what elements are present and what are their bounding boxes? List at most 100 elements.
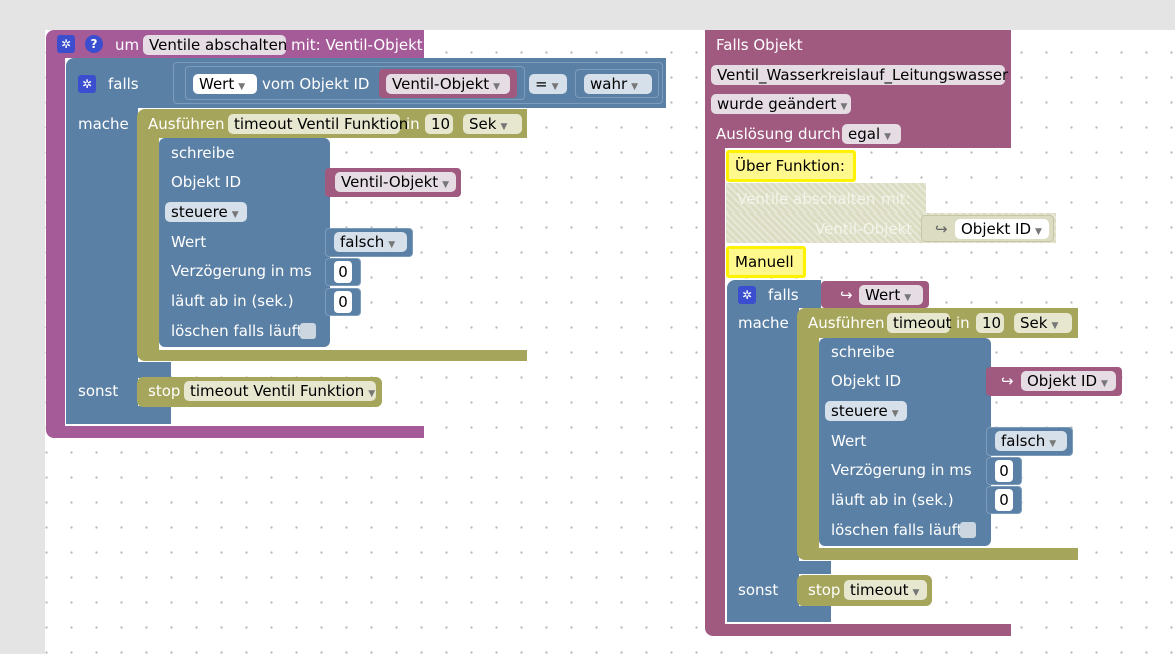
dropdown-arrow-icon: ▼ [631, 82, 639, 92]
run-label: Ausführen [808, 314, 885, 332]
trigger-rail [705, 148, 725, 624]
if-else-top [799, 280, 821, 308]
stop-target-dropdown[interactable]: timeout▼ [844, 580, 927, 600]
trigger-title: Falls Objekt [716, 36, 803, 54]
mode-dropdown[interactable]: steuere▼ [825, 401, 907, 421]
expire-field[interactable]: 0 [334, 291, 352, 313]
dropdown-arrow-icon: ▼ [884, 132, 892, 142]
stop-target-dropdown[interactable]: timeout Ventil Funktion▼ [184, 381, 376, 401]
do-label: mache [78, 115, 129, 133]
expire-field[interactable]: 0 [995, 489, 1013, 511]
comment-manual[interactable]: Manuell [726, 246, 806, 278]
dropdown-arrow-icon: ▼ [904, 293, 912, 303]
function-name-field[interactable]: Ventile abschalten [143, 35, 287, 55]
dropdown-arrow-icon: ▼ [442, 180, 450, 190]
expire-label: läuft ab in (sek.) [171, 292, 294, 310]
if-else-rail [66, 108, 138, 424]
mode-dropdown[interactable]: steuere▼ [165, 202, 247, 222]
variable-getter-icon: ↪ [1001, 372, 1014, 390]
if-else-mid [138, 362, 171, 378]
write-block[interactable] [159, 138, 330, 347]
if-else-mid [799, 561, 831, 574]
value-dropdown[interactable]: falsch▼ [995, 431, 1067, 451]
dropdown-arrow-icon: ▼ [551, 82, 559, 92]
dropdown-arrow-icon: ▼ [1051, 321, 1059, 331]
function-params: mit: Ventil-Objekt [291, 36, 423, 54]
write-title: schreibe [171, 144, 235, 162]
object-id-label: Objekt ID [171, 173, 242, 191]
trigger-event-dropdown[interactable]: wurde geändert▼ [711, 94, 851, 114]
in-label: in [956, 314, 970, 332]
expire-label: läuft ab in (sek.) [831, 491, 954, 509]
dropdown-arrow-icon: ▼ [231, 210, 239, 220]
delay-label: Verzögerung in ms [831, 461, 972, 479]
clear-checkbox[interactable] [960, 522, 976, 538]
dropdown-arrow-icon: ▼ [1035, 227, 1042, 237]
duration-field[interactable]: 10 [976, 313, 1004, 333]
gear-icon[interactable]: ✲ [57, 35, 75, 53]
function-body-rail [46, 58, 65, 426]
compare-dropdown[interactable]: wahr▼ [584, 74, 652, 94]
dropdown-arrow-icon: ▼ [912, 588, 920, 598]
dropdown-arrow-icon: ▼ [1101, 379, 1108, 389]
else-label: sonst [738, 581, 779, 599]
clear-checkbox[interactable] [300, 323, 316, 339]
timeout-footer [137, 350, 527, 361]
timeout-rail [137, 138, 159, 350]
object-dropdown[interactable]: Ventil-Objekt▼ [335, 172, 456, 192]
unit-dropdown[interactable]: Sek▼ [1014, 313, 1072, 333]
clear-label: löschen falls läuft [831, 521, 963, 539]
delay-field[interactable]: 0 [334, 261, 352, 283]
variable-getter-icon: ↪ [840, 286, 853, 304]
duration-field[interactable]: 10 [425, 114, 453, 134]
call-arg-label: Ventil-Objekt [815, 220, 913, 238]
function-prefix: um [115, 36, 140, 54]
object-dropdown[interactable]: Ventil-Objekt▼ [386, 74, 510, 94]
clear-label: löschen falls läuft [171, 322, 303, 340]
dropdown-arrow-icon: ▼ [1049, 439, 1057, 449]
value-label: Wert [171, 233, 207, 251]
if-else-block[interactable] [727, 280, 799, 622]
stop-label: stop [148, 382, 181, 400]
dropdown-arrow-icon: ▼ [840, 102, 848, 112]
timeout-name-field[interactable]: timeout [887, 313, 951, 333]
if-label: falls [108, 75, 139, 93]
delay-field[interactable]: 0 [995, 460, 1013, 482]
value-dropdown[interactable]: falsch▼ [334, 232, 407, 252]
if-label: falls [768, 286, 799, 304]
procedure-call-block[interactable] [726, 183, 926, 213]
timeout-name-field[interactable]: timeout Ventil Funktion [228, 114, 408, 134]
else-label: sonst [78, 382, 119, 400]
call-name: Ventile abschalten [737, 190, 876, 208]
value-label: Wert [831, 432, 867, 450]
trigger-by-label: Auslösung durch [716, 125, 841, 143]
unit-dropdown[interactable]: Sek▼ [463, 114, 522, 134]
help-icon[interactable]: ? [85, 35, 103, 53]
run-label: Ausführen [148, 115, 225, 133]
object-id-label: Objekt ID [831, 372, 902, 390]
if-else-bottom [138, 406, 171, 424]
gear-icon[interactable]: ✲ [738, 286, 756, 304]
if-else-bottom [799, 606, 831, 622]
trigger-by-dropdown[interactable]: egal▼ [842, 124, 901, 144]
trigger-object-field[interactable]: Ventil_Wasserkreislauf_Leitungswasser [711, 65, 1008, 85]
comment-function[interactable]: Über Funktion: [726, 150, 856, 182]
function-footer [46, 426, 424, 438]
value-dropdown[interactable]: Wert▼ [193, 74, 257, 94]
call-arg-dropdown[interactable]: Objekt ID▼ [955, 219, 1049, 239]
dropdown-arrow-icon: ▼ [238, 82, 246, 92]
object-dropdown[interactable]: Objekt ID▼ [1021, 371, 1116, 391]
dropdown-arrow-icon: ▼ [500, 122, 508, 132]
if-value-dropdown[interactable]: Wert▼ [859, 285, 923, 305]
gear-icon[interactable]: ✲ [78, 75, 96, 93]
write-title: schreibe [831, 343, 895, 361]
operator-dropdown[interactable]: =▼ [529, 74, 567, 94]
write-block[interactable] [819, 338, 991, 546]
in-label: in [406, 115, 420, 133]
dropdown-arrow-icon: ▼ [493, 82, 501, 92]
timeout-rail [797, 338, 819, 548]
dropdown-arrow-icon: ▼ [368, 389, 376, 399]
variable-getter-icon: ↪ [935, 220, 948, 238]
call-params: mit: [881, 190, 911, 208]
stop-label: stop [808, 581, 841, 599]
